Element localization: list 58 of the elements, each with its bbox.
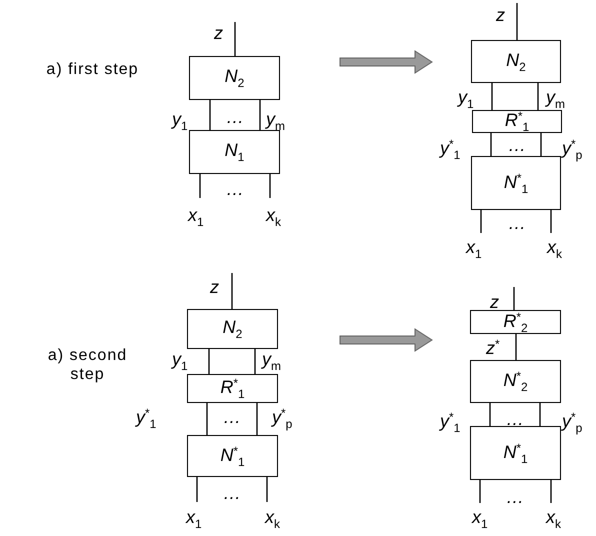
wire-line [550,210,552,233]
signal-label: x$_{k}$ [546,508,561,530]
wire-line [516,3,518,40]
wire-line [550,480,552,503]
signal-label: z [496,6,505,24]
wire-line [209,100,211,130]
signal-label: z [490,293,499,311]
signal-label: y$_{m}$ [262,350,281,372]
wire-line [256,403,258,435]
wire-line [489,403,491,426]
signal-label: … [508,214,526,232]
signal-label: y$_{1}$ [172,110,188,132]
signal-label: x$_{1}$ [472,508,488,530]
wire-line [196,477,198,502]
signal-label: x$_{k}$ [547,238,562,260]
wire-line [539,403,541,426]
wire-line [266,477,268,502]
block-box: N$_{2}$ [189,56,280,100]
signal-label: … [226,180,244,198]
wire-line [480,210,482,233]
wire-line [491,83,493,110]
wire-line [259,100,261,130]
step-caption: a) second step [46,346,128,384]
signal-label: … [223,408,241,426]
signal-label: z [214,24,223,42]
signal-label: x$_{1}$ [186,508,202,530]
signal-label: … [508,136,526,154]
signal-label: y$_{m}$ [266,110,285,132]
block-box: N$_{2}$ [187,309,278,349]
signal-label: z [210,278,219,296]
block-box: N$_{1}$ [189,130,280,174]
signal-label: x$_{1}$ [188,206,204,228]
wire-line [269,174,271,198]
signal-label: x$_{k}$ [265,508,280,530]
wire-line [537,83,539,110]
wire-line [234,22,236,56]
wire-line [479,480,481,503]
signal-label: … [506,488,524,506]
signal-label: y$_{1}$ [172,350,188,372]
wire-line [254,349,256,374]
signal-label: … [226,108,244,126]
block-box: N$_{2}$ [471,40,561,83]
wire-line [515,334,517,360]
wire-line [540,133,542,156]
wire-line [513,287,515,310]
signal-label: z$^{*}$ [486,338,500,357]
wire-line [490,133,492,156]
wire-line [206,403,208,435]
wire-line [231,273,233,309]
signal-label: y$_{m}$ [546,88,565,110]
signal-label: y$_{1}$ [458,88,474,110]
signal-label: x$_{1}$ [466,238,482,260]
wire-line [208,349,210,374]
signal-label: … [506,410,524,428]
step-caption: a) first step [45,60,140,80]
signal-label: … [223,484,241,502]
signal-label: x$_{k}$ [266,206,281,228]
wire-line [199,174,201,198]
